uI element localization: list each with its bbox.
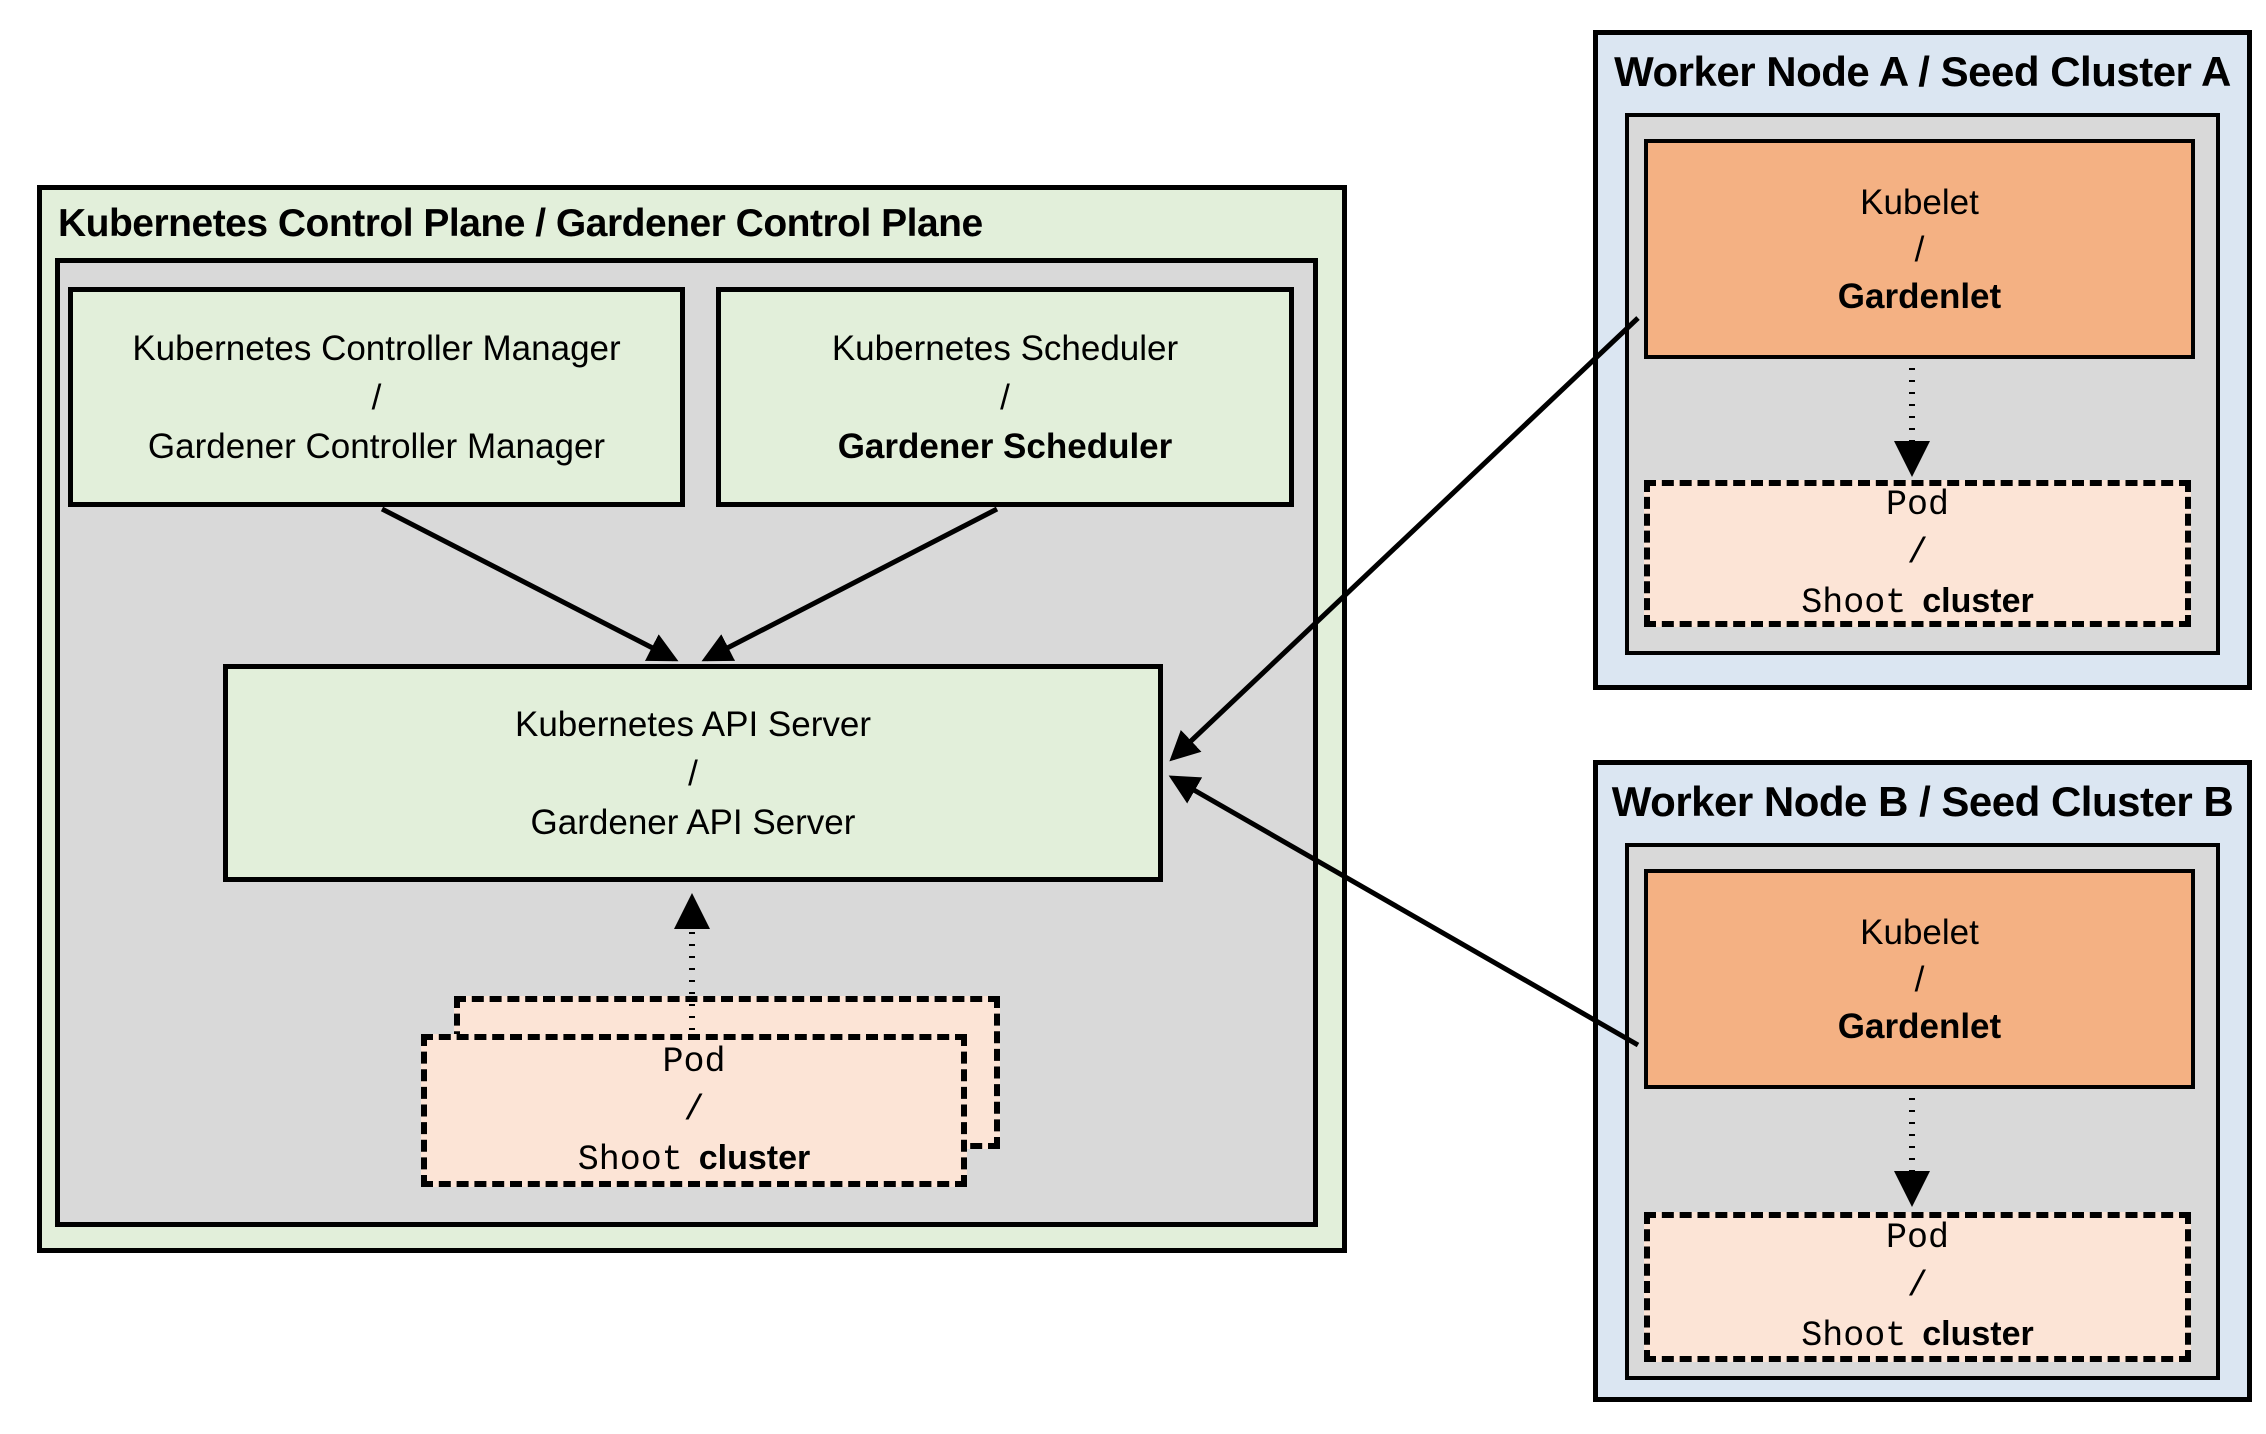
kubelet-a-line2: Gardenlet [1837,276,2002,316]
api-server-box: Kubernetes API Server / Gardener API Ser… [223,664,1163,882]
kubelet-a-line1: Kubelet [1860,182,1979,222]
pod-b-label: Pod / Shoot cluster [1650,1218,2185,1356]
control-plane-title: Kubernetes Control Plane / Gardener Cont… [58,202,983,245]
pod-line2: Shoot cluster [578,1134,811,1184]
controller-manager-line1: Kubernetes Controller Manager [132,328,621,368]
controller-manager-box: Kubernetes Controller Manager / Gardener… [68,287,685,507]
pod-b-line2-mono: Shoot [1801,1316,1907,1356]
kubelet-b-line1: Kubelet [1860,912,1979,952]
pod-a-line2-suffix: cluster [1922,581,2034,620]
pod-line1: Pod [662,1041,726,1082]
pod-b-line2: Shoot cluster [1801,1310,2034,1360]
api-server-label: Kubernetes API Server / Gardener API Ser… [228,669,1158,877]
worker-node-b-title: Worker Node B / Seed Cluster B [1611,778,2234,825]
pod-shoot-cluster-label: Pod / Shoot cluster [427,1040,961,1181]
kubelet-a-label: Kubelet / Gardenlet [1648,143,2191,355]
pod-a-line1: Pod [1885,484,1949,525]
controller-manager-slash: / [371,377,382,417]
api-server-line2: Gardener API Server [530,802,856,842]
pod-a-label: Pod / Shoot cluster [1650,485,2185,623]
scheduler-slash: / [1000,377,1010,417]
pod-b-slash: / [1906,1266,1928,1306]
pod-shoot-cluster-box: Pod / Shoot cluster [421,1034,967,1187]
pod-b-line2-suffix: cluster [1922,1315,2034,1353]
pod-line2-suffix: cluster [698,1138,811,1177]
kubelet-b-line2: Gardenlet [1837,1006,2002,1046]
controller-manager-label: Kubernetes Controller Manager / Gardener… [73,292,680,502]
kubelet-b-slash: / [1914,959,1925,999]
scheduler-box: Kubernetes Scheduler / Gardener Schedule… [716,287,1294,507]
scheduler-line1: Kubernetes Scheduler [831,328,1179,368]
pod-a-slash: / [1906,532,1928,573]
scheduler-line2: Gardener Scheduler [837,426,1173,466]
kubelet-b-label: Kubelet / Gardenlet [1648,873,2191,1085]
pod-a-line2: Shoot cluster [1801,577,2034,627]
pod-shoot-cluster-box-b: Pod / Shoot cluster [1644,1212,2191,1362]
kubelet-gardenlet-box-a: Kubelet / Gardenlet [1644,139,2195,359]
controller-manager-line2: Gardener Controller Manager [147,426,606,466]
pod-slash: / [683,1089,705,1130]
pod-b-line1: Pod [1885,1218,1949,1258]
kubelet-a-slash: / [1914,229,1925,269]
worker-node-a-title: Worker Node A / Seed Cluster A [1614,48,2231,95]
pod-line2-mono: Shoot [577,1139,683,1180]
api-server-slash: / [688,753,698,793]
kubelet-gardenlet-box-b: Kubelet / Gardenlet [1644,869,2195,1089]
api-server-line1: Kubernetes API Server [514,704,872,744]
pod-a-line2-mono: Shoot [1801,582,1907,623]
pod-shoot-cluster-box-a: Pod / Shoot cluster [1644,480,2191,627]
scheduler-label: Kubernetes Scheduler / Gardener Schedule… [721,292,1289,502]
